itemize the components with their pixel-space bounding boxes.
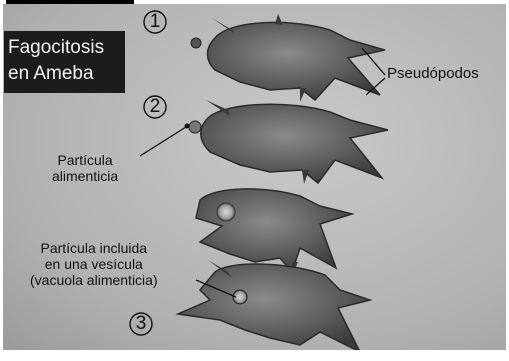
title-box: Fagocitosis en Ameba xyxy=(4,31,125,93)
step-number-2: 2 xyxy=(142,95,168,119)
included-label-line-1: Partícula incluida xyxy=(30,240,158,256)
amoeba-stage-4 xyxy=(178,260,370,352)
included-label-line-3: (vacuola alimenticia) xyxy=(30,272,158,288)
frame-left xyxy=(0,0,3,361)
amoeba-stage-3 xyxy=(196,189,352,276)
top-strip xyxy=(6,0,134,4)
step-number-3: 3 xyxy=(128,312,154,336)
step-number-1-text: 1 xyxy=(150,11,161,32)
amoeba-stage-1 xyxy=(191,14,385,102)
amoeba-stage-2 xyxy=(189,100,388,184)
food-particle-stage-2 xyxy=(189,121,201,133)
particle-label-line-1: Partícula xyxy=(52,152,118,168)
title-line-1: Fagocitosis xyxy=(8,37,104,59)
food-particle-stage-1 xyxy=(191,38,201,48)
particle-leader xyxy=(140,127,186,156)
step-number-1: 1 xyxy=(142,10,168,34)
included-label-line-2: en una vesícula xyxy=(30,256,158,272)
particle-label-line-2: alimenticia xyxy=(52,168,118,184)
pseudopods-label: Pseudópodos xyxy=(387,66,479,82)
title-line-2: en Ameba xyxy=(8,63,94,85)
frame-bottom xyxy=(0,350,509,361)
particle-label: Partícula alimenticia xyxy=(52,152,118,184)
step-number-2-text: 2 xyxy=(150,96,161,117)
step-number-3-text: 3 xyxy=(136,313,147,334)
included-particle-label: Partícula incluida en una vesícula (vacu… xyxy=(30,240,158,288)
